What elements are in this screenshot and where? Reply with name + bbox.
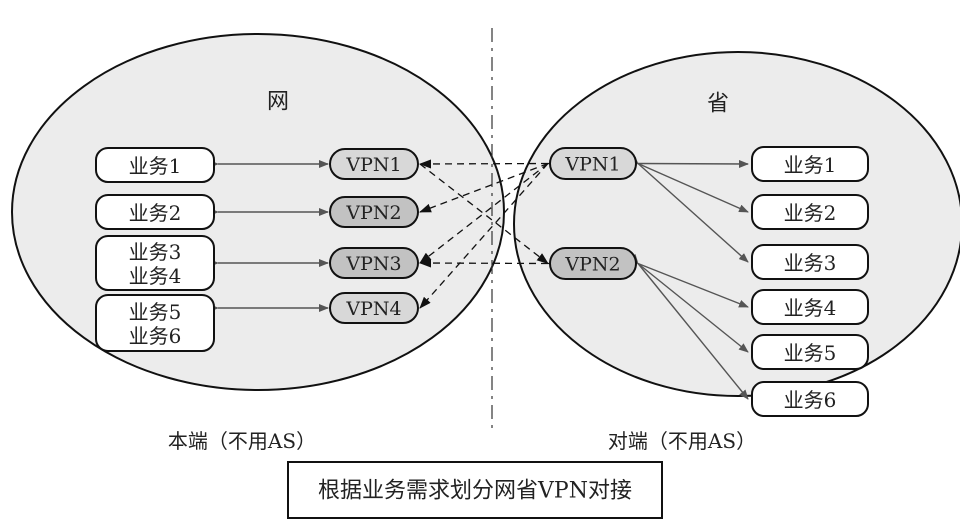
left-region-title: 网 — [267, 90, 289, 115]
left-vpn-3-label: VPN3 — [345, 253, 401, 275]
right-vpn-2-label: VPN2 — [564, 254, 620, 276]
left-service-box-4-line-2: 业务6 — [129, 324, 182, 348]
right-service-link-3 — [628, 154, 749, 263]
left-vpn-2-label: VPN2 — [345, 202, 401, 224]
left-vpn-1-label: VPN1 — [345, 154, 401, 176]
left-vpn-2 — [329, 196, 419, 228]
left-region-caption: 本端（不用AS） — [168, 429, 316, 453]
right-service-box-1 — [751, 146, 869, 182]
left-service-box-3 — [95, 235, 215, 291]
left-vpn-4-label: VPN4 — [345, 298, 401, 320]
left-vpn-4 — [329, 292, 419, 324]
right-service-box-3-line-1: 业务3 — [784, 251, 837, 275]
left-service-box-4 — [95, 294, 215, 352]
right-service-box-2 — [751, 194, 869, 230]
left-service-box-4-line-1: 业务5 — [129, 300, 182, 324]
right-region-title: 省 — [707, 92, 729, 117]
right-service-link-1 — [628, 159, 749, 168]
left-vpn-1 — [329, 148, 419, 180]
right-service-box-1-line-1: 业务1 — [784, 153, 837, 177]
right-vpn-1-label: VPN1 — [564, 154, 620, 176]
right-service-box-6 — [751, 381, 869, 417]
inter-region-link-6 — [419, 163, 549, 309]
left-service-box-1 — [95, 147, 215, 183]
right-service-box-5 — [751, 334, 869, 370]
right-service-link-6 — [629, 253, 749, 400]
left-service-box-1-line-1: 业务1 — [129, 154, 182, 178]
footer-label: 根据业务需求划分网省VPN对接 — [318, 479, 632, 504]
right-region-ellipse — [513, 51, 960, 397]
right-service-box-5-line-1: 业务5 — [784, 341, 837, 365]
left-service-box-3-line-1: 业务3 — [129, 240, 182, 264]
right-vpn-1 — [549, 147, 637, 180]
left-service-box-2 — [95, 194, 215, 230]
inter-region-link-5 — [419, 258, 560, 269]
left-service-box-3-line-2: 业务4 — [129, 264, 182, 288]
right-service-box-6-line-1: 业务6 — [784, 388, 837, 412]
left-vpn-3 — [329, 247, 419, 279]
right-service-box-2-line-1: 业务2 — [784, 201, 837, 225]
right-service-box-4 — [751, 289, 869, 325]
footer-label-box — [287, 461, 663, 519]
inter-region-link-1 — [419, 158, 560, 169]
inter-region-link-3 — [419, 162, 549, 213]
right-region-caption: 对端（不用AS） — [608, 429, 756, 453]
inter-region-link-4 — [419, 162, 549, 264]
inter-region-link-2 — [419, 163, 549, 265]
left-service-box-2-line-1: 业务2 — [129, 201, 182, 225]
right-service-box-4-line-1: 业务4 — [784, 296, 837, 320]
right-vpn-2 — [549, 247, 637, 280]
right-service-box-3 — [751, 244, 869, 280]
